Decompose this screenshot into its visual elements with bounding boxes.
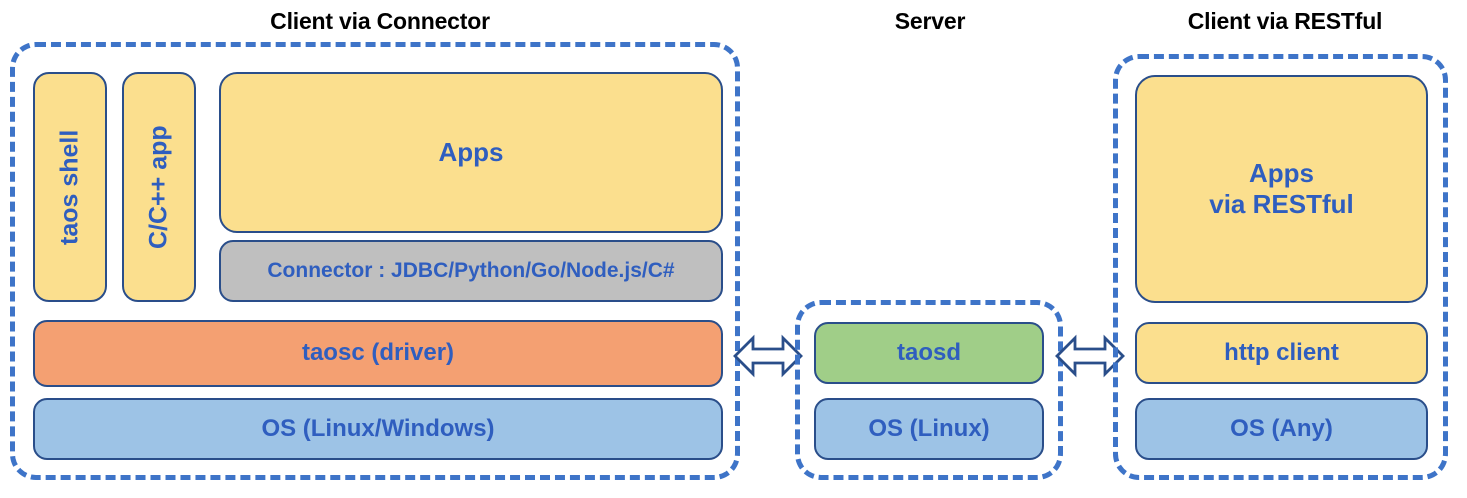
panel-title-server: Server — [894, 8, 966, 34]
box-apps-via-restful-line2: via RESTful — [1209, 189, 1354, 219]
box-taosd[interactable]: taosd — [814, 322, 1044, 384]
box-c-cpp-app[interactable]: C/C++ app — [122, 72, 196, 302]
box-os-any[interactable]: OS (Any) — [1135, 398, 1428, 460]
box-apps[interactable]: Apps — [219, 72, 723, 233]
double-headed-arrow-icon-client-server — [733, 330, 803, 382]
box-http-client[interactable]: http client — [1135, 322, 1428, 384]
double-headed-arrow-icon-server-restful — [1055, 330, 1125, 382]
panel-client-via-restful — [1113, 54, 1448, 480]
box-apps-via-restful[interactable]: Apps via RESTful — [1135, 75, 1428, 303]
panel-title-client-via-restful: Client via RESTful — [1187, 8, 1383, 34]
panel-server — [795, 300, 1063, 480]
box-os-client[interactable]: OS (Linux/Windows) — [33, 398, 723, 460]
box-apps-via-restful-line1: Apps — [1249, 158, 1314, 189]
box-taos-shell[interactable]: taos shell — [33, 72, 107, 302]
box-os-server[interactable]: OS (Linux) — [814, 398, 1044, 460]
box-taosc-driver[interactable]: taosc (driver) — [33, 320, 723, 387]
panel-title-client-via-connector: Client via Connector — [270, 8, 490, 34]
box-connector[interactable]: Connector : JDBC/Python/Go/Node.js/C# — [219, 240, 723, 302]
panel-client-via-connector — [10, 42, 740, 480]
